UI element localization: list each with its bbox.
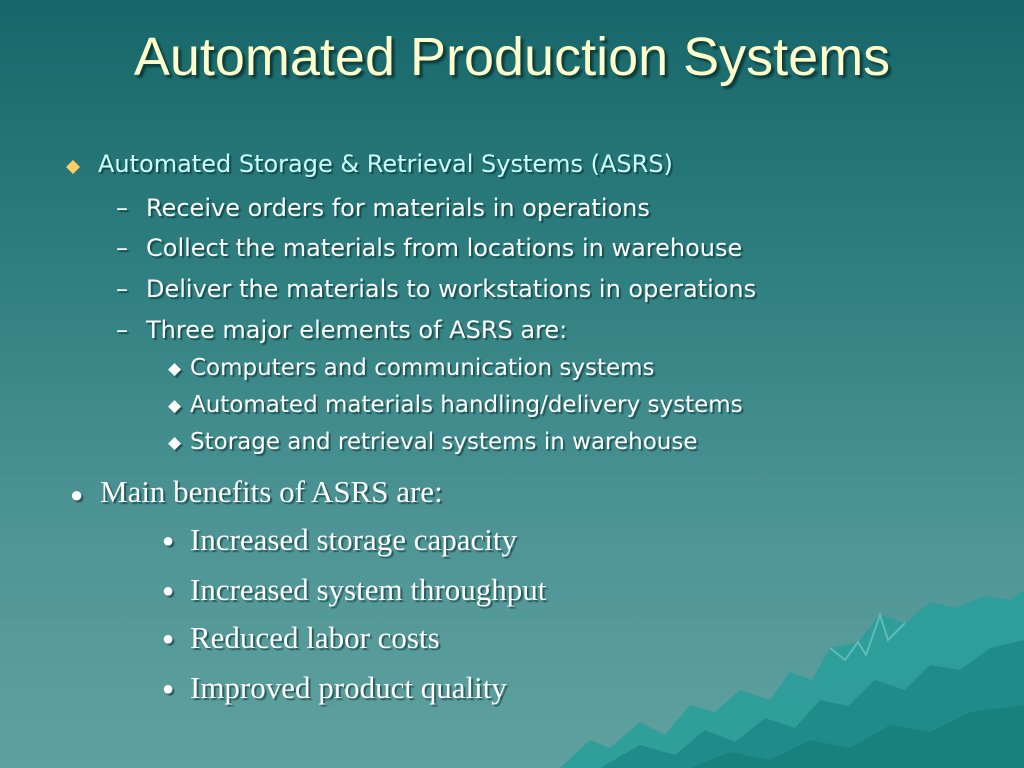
list-item-text: Reduced labor costs	[190, 620, 440, 655]
list-item: ◆ Computers and communication systems	[168, 355, 655, 381]
list-item-text: Automated materials handling/delivery sy…	[190, 392, 743, 418]
asrs-heading-text: Automated Storage & Retrieval Systems (A…	[98, 150, 673, 178]
dash-bullet-icon: –	[116, 194, 128, 222]
list-item: ◆ Automated materials handling/delivery …	[168, 392, 743, 418]
list-item: ● Reduced labor costs	[162, 620, 440, 656]
list-item-text: Deliver the materials to workstations in…	[146, 275, 757, 303]
list-item-text: Storage and retrieval systems in warehou…	[190, 429, 698, 455]
benefits-heading: ● Main benefits of ASRS are:	[70, 474, 443, 510]
small-round-bullet-icon: ●	[162, 530, 175, 552]
asrs-heading: Automated Storage & Retrieval Systems (A…	[66, 150, 673, 178]
list-item: – Receive orders for materials in operat…	[116, 194, 650, 222]
small-round-bullet-icon: ●	[162, 580, 175, 602]
benefits-heading-text: Main benefits of ASRS are:	[100, 474, 443, 509]
dash-bullet-icon: –	[116, 234, 128, 262]
small-diamond-bullet-icon: ◆	[168, 359, 182, 379]
small-round-bullet-icon: ●	[162, 678, 175, 700]
small-diamond-bullet-icon: ◆	[168, 433, 182, 453]
small-diamond-bullet-icon: ◆	[168, 396, 182, 416]
list-item: ● Improved product quality	[162, 670, 507, 706]
list-item-text: Increased system throughput	[190, 572, 547, 607]
list-item-text: Receive orders for materials in operatio…	[146, 194, 650, 222]
slide-title: Automated Production Systems	[133, 27, 891, 87]
list-item: ◆ Storage and retrieval systems in wareh…	[168, 429, 698, 455]
list-item: – Collect the materials from locations i…	[116, 234, 743, 262]
list-item: – Deliver the materials to workstations …	[116, 275, 757, 303]
diamond-bullet-icon	[66, 160, 80, 174]
dash-bullet-icon: –	[116, 275, 128, 303]
dash-bullet-icon: –	[116, 316, 128, 344]
list-item: ● Increased storage capacity	[162, 522, 518, 558]
list-item-text: Collect the materials from locations in …	[146, 234, 743, 262]
round-bullet-icon: ●	[70, 482, 84, 507]
list-item: ● Increased system throughput	[162, 572, 547, 608]
list-item-text: Computers and communication systems	[190, 355, 655, 381]
list-item-text: Improved product quality	[190, 670, 507, 705]
list-item-text: Three major elements of ASRS are:	[146, 316, 568, 344]
list-item-text: Increased storage capacity	[190, 522, 518, 557]
small-round-bullet-icon: ●	[162, 628, 175, 650]
list-item: – Three major elements of ASRS are:	[116, 316, 568, 344]
